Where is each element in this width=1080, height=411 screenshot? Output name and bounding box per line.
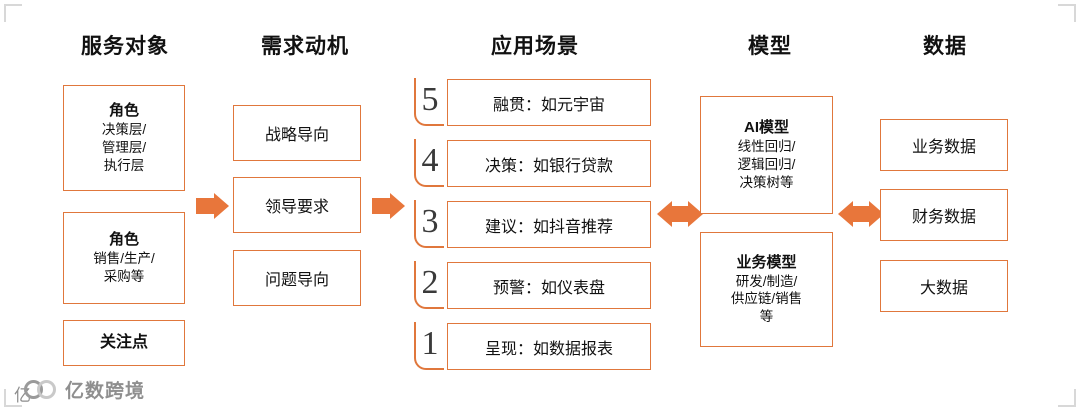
scenario-box-2[interactable]: 预警：如仪表盘 xyxy=(447,262,651,309)
column-title-data: 数据 xyxy=(923,35,967,58)
column-title-motivation: 需求动机 xyxy=(261,35,349,58)
column-title-models: 模型 xyxy=(748,35,792,58)
audience-box-sub: 决策层/ 管理层/ 执行层 xyxy=(101,122,147,173)
frame-corner-top-right xyxy=(1058,4,1076,22)
model-box-sub: 线性回归/ 逻辑回归/ 决策树等 xyxy=(737,139,796,190)
data-box-finance[interactable]: 财务数据 xyxy=(880,189,1008,241)
data-box-bigdata[interactable]: 大数据 xyxy=(880,260,1008,312)
scenario-number-1: 1 xyxy=(421,325,439,362)
audience-box-role-operations[interactable]: 角色 销售/生产/ 采购等 xyxy=(63,212,185,304)
scenario-number-3: 3 xyxy=(421,203,439,240)
audience-box-focus-points[interactable]: 关注点 xyxy=(63,320,185,366)
scenario-box-1[interactable]: 呈现：如数据报表 xyxy=(447,323,651,370)
frame-corner-bottom-left xyxy=(4,389,22,407)
scenario-box-5[interactable]: 融贯：如元宇宙 xyxy=(447,79,651,126)
scenario-bracket-3 xyxy=(414,200,444,248)
audience-box-role-management[interactable]: 角色 决策层/ 管理层/ 执行层 xyxy=(63,85,185,191)
motivation-box-leadership[interactable]: 领导要求 xyxy=(233,177,361,233)
column-title-scenarios: 应用场景 xyxy=(491,35,579,58)
logo-mark-icon: 亿 xyxy=(14,379,60,405)
frame-corner-bottom-right xyxy=(1058,389,1076,407)
scenario-bracket-4 xyxy=(414,139,444,187)
model-box-sub: 研发/制造/ 供应链/销售 等 xyxy=(730,273,803,325)
frame-corner-top-left xyxy=(4,4,22,22)
model-box-title: AI模型 xyxy=(743,119,789,137)
data-box-business[interactable]: 业务数据 xyxy=(880,119,1008,171)
scenario-number-2: 2 xyxy=(421,264,439,301)
audience-box-sub: 销售/生产/ 采购等 xyxy=(93,251,155,284)
scenario-box-3[interactable]: 建议：如抖音推荐 xyxy=(447,201,651,248)
scenario-bracket-2 xyxy=(414,261,444,309)
model-box-business[interactable]: 业务模型 研发/制造/ 供应链/销售 等 xyxy=(700,232,833,347)
model-box-ai[interactable]: AI模型 线性回归/ 逻辑回归/ 决策树等 xyxy=(700,96,833,214)
model-box-title: 业务模型 xyxy=(736,253,797,271)
audience-box-title: 角色 xyxy=(108,102,139,120)
watermark-text: 亿数跨境 xyxy=(65,381,146,402)
audience-box-title: 角色 xyxy=(108,231,139,249)
motivation-box-strategy[interactable]: 战略导向 xyxy=(233,105,361,161)
audience-box-title: 关注点 xyxy=(99,334,148,352)
column-title-audience: 服务对象 xyxy=(81,35,169,58)
scenario-box-4[interactable]: 决策：如银行贷款 xyxy=(447,140,651,187)
motivation-box-problem[interactable]: 问题导向 xyxy=(233,250,361,306)
scenario-number-4: 4 xyxy=(421,142,439,179)
scenario-number-5: 5 xyxy=(421,81,439,118)
scenario-bracket-5 xyxy=(414,78,444,126)
watermark-logo: 亿 亿数跨境 xyxy=(14,376,146,405)
scenario-bracket-1 xyxy=(414,322,444,370)
logo-circle-right-icon xyxy=(37,379,56,399)
